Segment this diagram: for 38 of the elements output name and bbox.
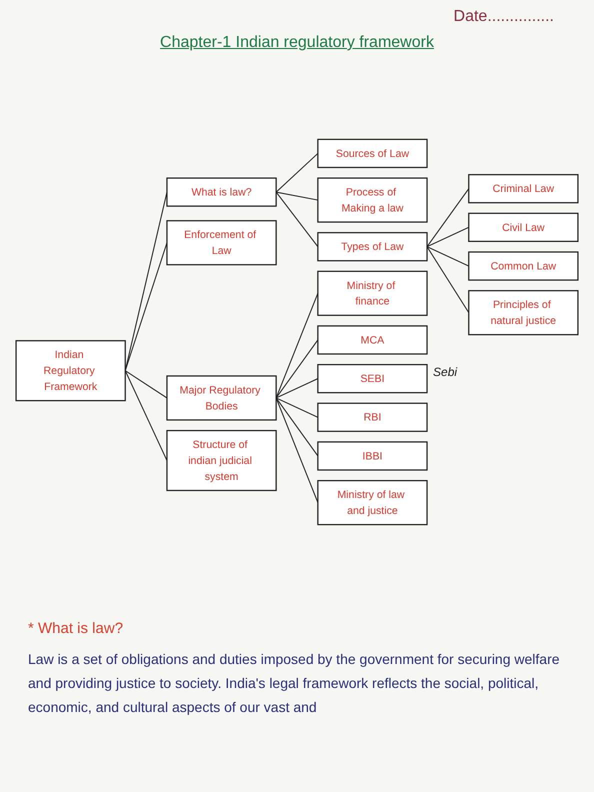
connector	[276, 192, 318, 201]
node-box: Enforcement of Law	[166, 220, 277, 266]
node-box: Common Law	[468, 251, 579, 281]
connector	[426, 188, 470, 248]
node-box: Major Regulatory Bodies	[166, 375, 277, 421]
node-box: Sources of Law	[317, 138, 428, 168]
node-box: Criminal Law	[468, 174, 579, 204]
node-box: Process of Making a law	[317, 177, 428, 223]
node-box: Ministry of law and justice	[317, 480, 428, 526]
side-note: Sebi	[433, 364, 458, 379]
connector	[124, 370, 168, 462]
node-box: MCA	[317, 325, 428, 355]
connector	[276, 292, 318, 398]
node-box: Structure of indian judicial system	[166, 430, 277, 492]
connector	[426, 246, 470, 314]
connector	[276, 192, 318, 248]
node-box: Ministry of finance	[317, 270, 428, 316]
node-box: SEBI	[317, 364, 428, 394]
node-box: IBBI	[317, 441, 428, 471]
body-paragraph: Law is a set of obligations and duties imposed by the government for securing welfare and providing justice to society. India's legal framework reflects the social, political, economic, and cultural aspects of our vast and	[28, 650, 561, 717]
node-box: Principles of natural justice	[468, 290, 579, 336]
node-box: What is law?	[166, 177, 277, 207]
page-title: Chapter-1 Indian regulatory framework	[160, 34, 434, 51]
connector	[276, 378, 318, 398]
connector	[124, 370, 168, 398]
date-line: Date...............	[454, 8, 554, 26]
connector	[276, 339, 318, 398]
node-box: Types of Law	[317, 232, 428, 262]
node-box: Indian Regulatory Framework	[15, 340, 126, 402]
section-heading: * What is law?	[28, 620, 124, 637]
node-box: Civil Law	[468, 212, 579, 242]
node-box: RBI	[317, 402, 428, 432]
connector	[276, 397, 318, 456]
connector	[276, 152, 318, 193]
connector	[426, 246, 470, 267]
connector	[426, 226, 470, 248]
connector	[276, 397, 318, 418]
connector	[276, 397, 318, 504]
